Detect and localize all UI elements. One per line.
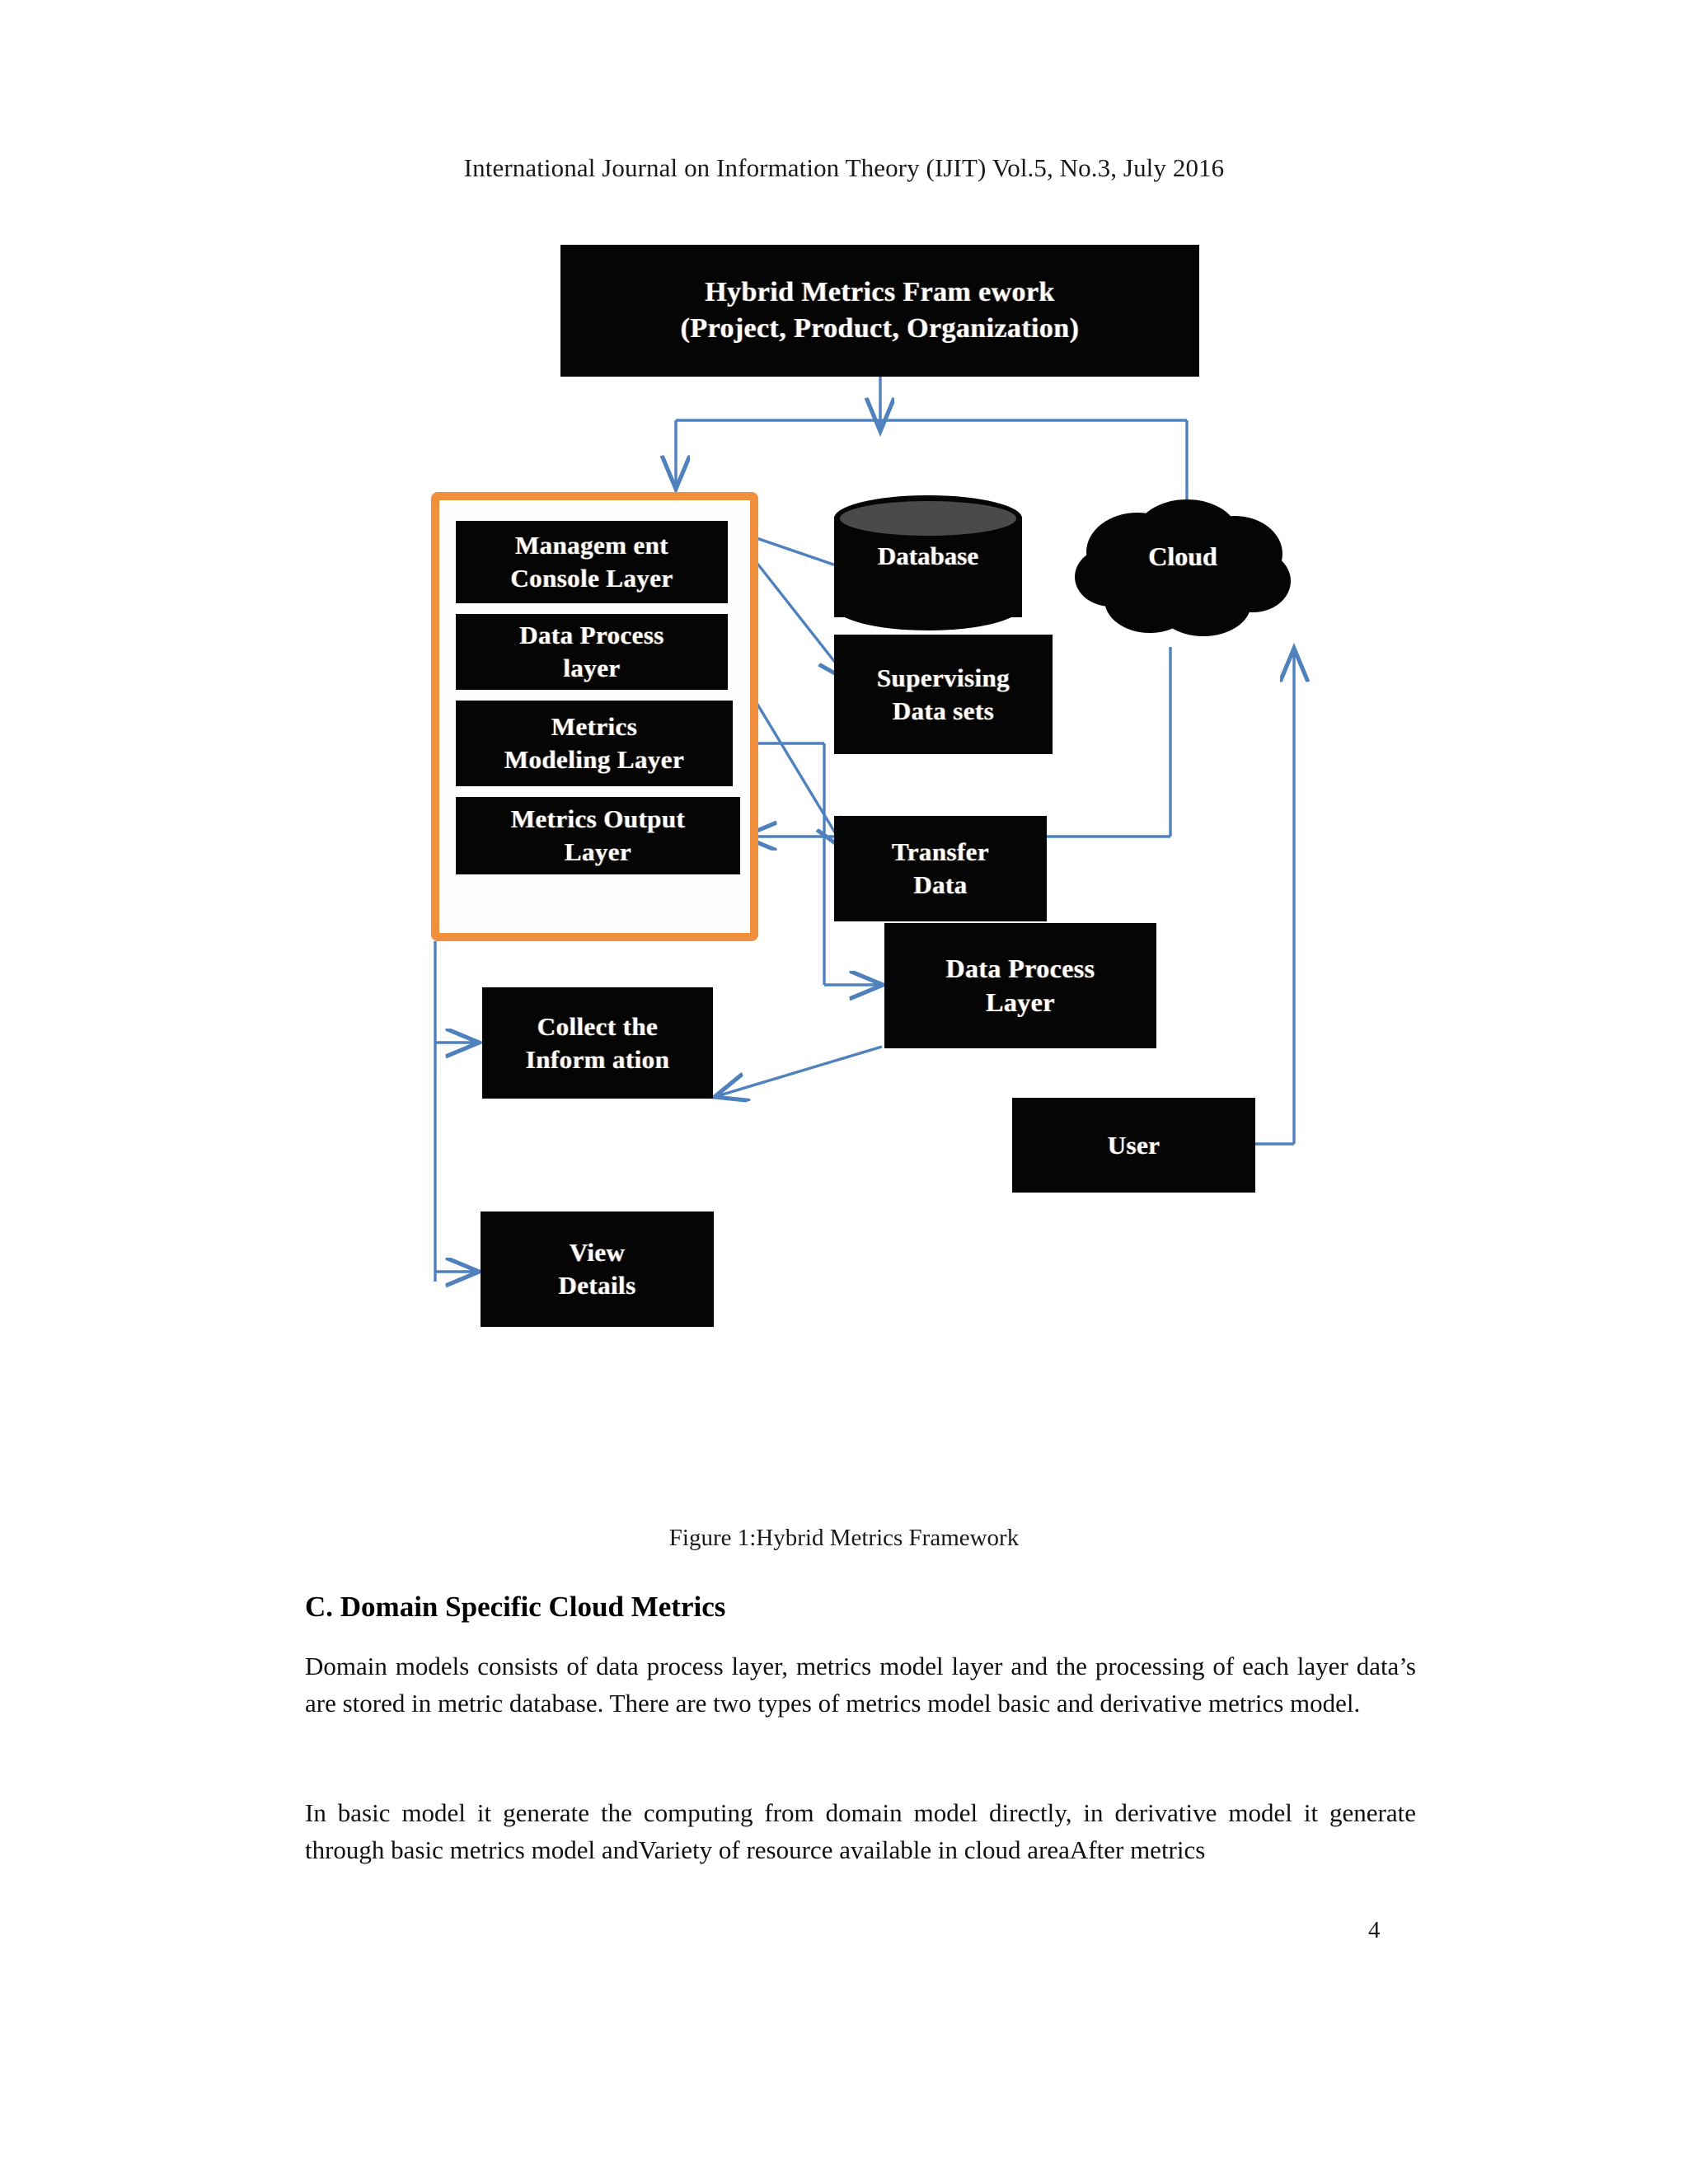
node-user[interactable]: User	[1012, 1098, 1255, 1193]
node-data-process-layer-2[interactable]: Data Process Layer	[884, 923, 1156, 1048]
node-top-line2: (Project, Product, Organization)	[680, 313, 1080, 344]
journal-header: International Journal on Information The…	[463, 153, 1225, 182]
node-metrics-output-layer[interactable]: Metrics Output Layer	[456, 797, 740, 874]
node-collect-the-information[interactable]: Collect the Inform ation	[482, 987, 713, 1099]
node-top-line1: Hybrid Metrics Fram ework	[705, 277, 1055, 308]
node-view-details[interactable]: View Details	[481, 1212, 714, 1327]
node-supervising-data-sets[interactable]: Supervising Data sets	[834, 635, 1053, 754]
node-transfer-data[interactable]: Transfer Data	[834, 816, 1047, 921]
cylinder-top	[834, 495, 1022, 541]
node-management-console-layer[interactable]: Managem ent Console Layer	[456, 521, 728, 603]
node-database[interactable]: Database	[834, 495, 1022, 635]
figure-caption: Figure 1:Hybrid Metrics Framework	[668, 1525, 1020, 1551]
node-hybrid-metrics-framework[interactable]: Hybrid Metrics Fram ework (Project, Prod…	[560, 245, 1199, 377]
node-cloud[interactable]: Cloud	[1071, 494, 1294, 647]
figure-hybrid-metrics-framework: Hybrid Metrics Fram ework (Project, Prod…	[0, 223, 1688, 1508]
paragraph-1: Domain models consists of data process l…	[305, 1652, 1416, 1718]
paragraph-2: In basic model it generate the computing…	[305, 1798, 1416, 1864]
cloud-label: Cloud	[1148, 541, 1217, 571]
cylinder-bottom	[834, 581, 1022, 630]
database-label: Database	[877, 541, 979, 570]
page-number: 4	[1368, 1917, 1381, 1943]
section-heading: C. Domain Specific Cloud Metrics	[305, 1591, 726, 1623]
node-metrics-modeling-layer[interactable]: Metrics Modeling Layer	[456, 701, 733, 786]
node-data-process-layer[interactable]: Data Process layer	[456, 614, 728, 690]
